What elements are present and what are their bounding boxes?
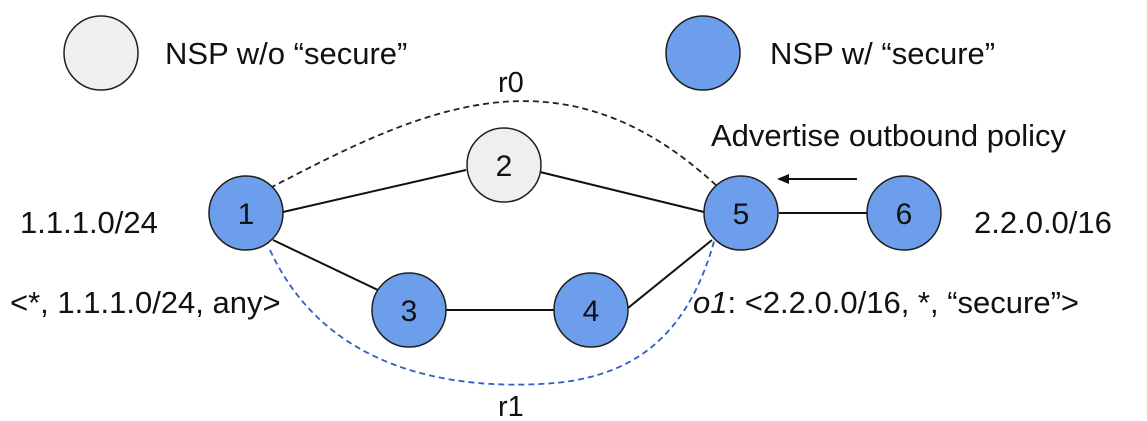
policy-right-label: o1: <2.2.0.0/16, *, “secure”> <box>693 285 1079 320</box>
prefix-left-label: 1.1.1.0/24 <box>20 205 158 240</box>
node-2: 2 <box>466 127 542 203</box>
node-6-label: 6 <box>896 198 913 231</box>
policy-right-name: o1 <box>693 285 727 320</box>
route-r1-path <box>269 237 716 386</box>
policy-left-label: <*, 1.1.1.0/24, any> <box>10 285 281 320</box>
route-r1-label: r1 <box>498 391 524 421</box>
legend-secure-swatch <box>665 15 741 91</box>
node-1-label: 1 <box>238 198 255 231</box>
policy-right-rest: : <2.2.0.0/16, *, “secure”> <box>727 285 1079 320</box>
link-2-5 <box>539 171 705 213</box>
node-1: 1 <box>208 175 284 251</box>
node-5: 5 <box>703 175 779 251</box>
links <box>272 169 868 311</box>
link-1-3 <box>272 239 383 293</box>
route-r0-label: r0 <box>498 67 524 99</box>
legend-insecure-label: NSP w/o “secure” <box>165 36 407 71</box>
link-1-2 <box>282 169 467 213</box>
node-4-label: 4 <box>583 295 600 328</box>
link-4-5 <box>627 239 713 309</box>
legend-insecure-swatch <box>63 15 139 91</box>
prefix-right-label: 2.2.0.0/16 <box>974 205 1112 240</box>
node-4: 4 <box>553 272 629 348</box>
node-2-label: 2 <box>496 150 513 183</box>
legend-secure-label: NSP w/ “secure” <box>770 36 995 71</box>
advertise-label: Advertise outbound policy <box>711 118 1067 153</box>
node-6: 6 <box>866 175 942 251</box>
node-3-label: 3 <box>401 295 418 328</box>
node-3: 3 <box>371 272 447 348</box>
legend: NSP w/o “secure” NSP w/ “secure” <box>63 15 995 91</box>
node-5-label: 5 <box>733 198 750 231</box>
